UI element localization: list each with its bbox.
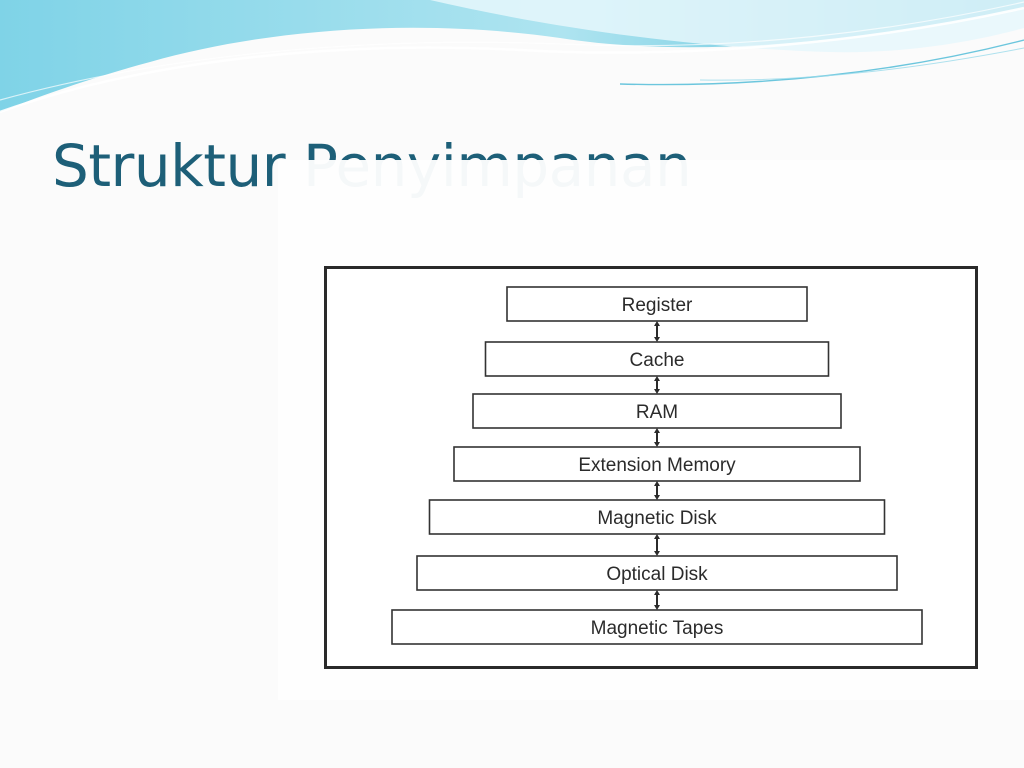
diagram-picture-top-edge (278, 160, 1024, 224)
hierarchy-level-ram: RAM (472, 393, 842, 429)
hierarchy-level-label: RAM (636, 402, 678, 423)
hierarchy-level-magnetic-tapes: Magnetic Tapes (391, 609, 923, 645)
hierarchy-level-label: Extension Memory (578, 455, 736, 476)
hierarchy-level-magnetic-disk: Magnetic Disk (428, 499, 886, 535)
hierarchy-level-cache: Cache (484, 341, 830, 377)
level-connector-arrow (654, 428, 660, 447)
hierarchy-level-register: Register (506, 286, 808, 322)
level-connector-arrow (654, 481, 660, 500)
hierarchy-level-label: Cache (630, 350, 685, 371)
hierarchy-level-label: Register (622, 295, 693, 316)
hierarchy-level-label: Optical Disk (606, 564, 708, 585)
level-connector-arrow (654, 590, 660, 610)
level-connector-arrow (654, 376, 660, 394)
hierarchy-level-extension-memory: Extension Memory (453, 446, 861, 482)
hierarchy-level-optical-disk: Optical Disk (416, 555, 898, 591)
level-connector-arrow (654, 321, 660, 342)
level-connector-arrow (654, 534, 660, 556)
header-wave-decoration (0, 0, 1024, 114)
hierarchy-level-label: Magnetic Tapes (591, 618, 724, 639)
hierarchy-level-label: Magnetic Disk (597, 508, 717, 529)
